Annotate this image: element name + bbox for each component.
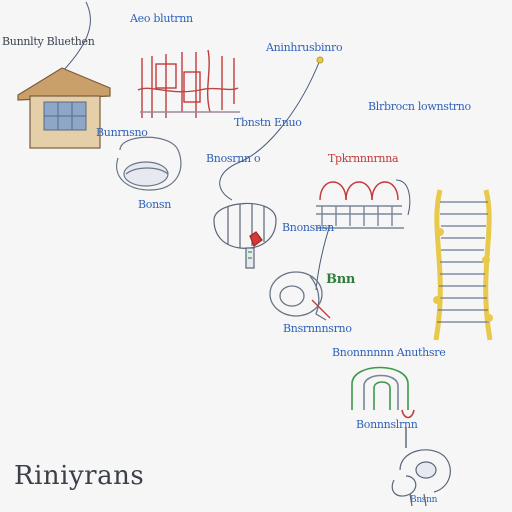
- label-left-mid: Bunrnsno: [96, 126, 148, 139]
- label-lower-left: Bnsrnnnsrno: [283, 322, 352, 335]
- label-right-upper: Blrbrocn lownstrno: [368, 100, 471, 113]
- connector-lines: [61, 1, 411, 291]
- label-top-center: Aeo blutrnn: [130, 12, 193, 25]
- label-bottom-tiny: Bnsnn: [410, 495, 438, 505]
- label-bottom-small: Bonnnslrnn: [356, 418, 418, 431]
- red-coil-diagram: [137, 49, 240, 118]
- green-arch-diagram: [351, 366, 415, 448]
- label-green-tag: Bnn: [326, 272, 355, 287]
- house-illustration: [17, 67, 111, 149]
- bottom-figure: [391, 449, 451, 507]
- label-lower-right: Bnonnnnnn Anuthsre: [332, 346, 446, 359]
- center-coil: [213, 202, 277, 269]
- arch-diagram: [316, 181, 404, 229]
- label-center-right: Tpkrnnnrnna: [328, 152, 399, 165]
- connector-dot: [316, 56, 324, 64]
- ladder-diagram: [433, 189, 493, 341]
- label-top-left: Bunnlty Bluethen: [2, 35, 95, 48]
- coil-diagram-left: [116, 136, 182, 191]
- footer-word: Riniyrans: [14, 461, 145, 491]
- label-center-left: Bnosrnn o: [206, 152, 261, 165]
- label-top-right: Aninhrusbinro: [266, 41, 343, 54]
- loop-figure: [269, 271, 331, 321]
- label-mid-center: Tbnstn Enuo: [234, 116, 302, 129]
- label-left-small: Bonsn: [138, 198, 172, 211]
- label-center-small: Bnonsnsn: [282, 221, 334, 234]
